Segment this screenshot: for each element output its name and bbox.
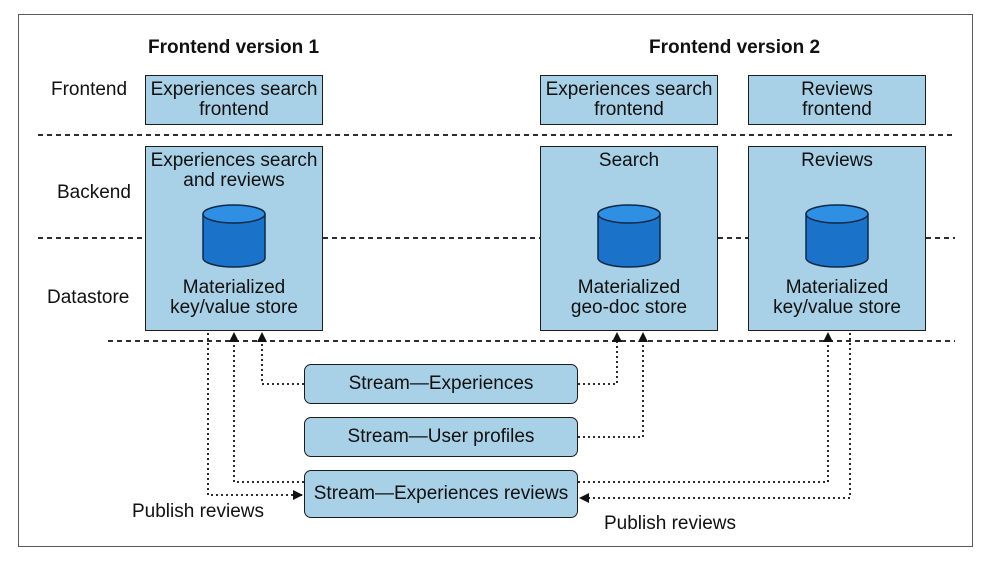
- backend-title-line1: Reviews: [801, 150, 873, 171]
- store-label-line1: Materialized: [785, 277, 889, 298]
- v2-reviews-frontend-box: Reviews frontend: [748, 75, 926, 125]
- connector-experiences-to-v1: [257, 332, 304, 385]
- connector-publish-from-v2: [579, 333, 851, 503]
- v2-experiences-search-frontend-box: Experiences search frontend: [540, 75, 718, 125]
- backend-title-line1: Search: [598, 150, 660, 171]
- header-frontend-v1: Frontend version 1: [148, 37, 320, 58]
- box-label-line2: frontend: [199, 99, 269, 120]
- connector-reviews-to-v2-reviews: [578, 332, 833, 483]
- publish-reviews-label-right: Publish reviews: [604, 513, 736, 534]
- stream-label: Stream—Experiences: [348, 373, 534, 394]
- v1-experiences-search-reviews-backend-box: Experiences search and reviews Materiali…: [145, 146, 323, 331]
- connector-user-profiles-to-v2-search: [578, 332, 648, 438]
- database-icon: [805, 204, 869, 268]
- layer-label-backend: Backend: [57, 182, 131, 203]
- box-label-line1: Reviews: [801, 79, 873, 100]
- stream-label: Stream—User profiles: [347, 426, 535, 447]
- database-icon: [597, 204, 661, 268]
- stream-experiences-reviews-box: Stream—Experiences reviews: [304, 470, 578, 518]
- backend-title-line2: and reviews: [183, 170, 285, 191]
- store-label-line2: geo-doc store: [570, 297, 688, 318]
- stream-experiences-box: Stream—Experiences: [304, 364, 578, 404]
- box-label-line1: Experiences search: [545, 79, 713, 100]
- diagram-frame: [18, 14, 973, 547]
- database-icon: [202, 204, 266, 268]
- box-label-line2: frontend: [802, 99, 872, 120]
- v1-experiences-search-frontend-box: Experiences search frontend: [145, 75, 323, 125]
- store-label-line1: Materialized: [577, 277, 681, 298]
- stream-label: Stream—Experiences reviews: [313, 483, 569, 504]
- layer-label-frontend: Frontend: [51, 79, 128, 100]
- stream-user-profiles-box: Stream—User profiles: [304, 417, 578, 457]
- connector-reviews-to-v1: [229, 332, 304, 483]
- connector-publish-from-v1: [207, 333, 303, 500]
- box-label-line1: Experiences search: [150, 79, 318, 100]
- publish-reviews-label-left: Publish reviews: [132, 501, 264, 522]
- layer-label-datastore: Datastore: [47, 287, 130, 308]
- store-label-line2: key/value store: [773, 297, 901, 318]
- store-label-line2: key/value store: [170, 297, 298, 318]
- store-label-line1: Materialized: [182, 277, 286, 298]
- box-label-line2: frontend: [594, 99, 664, 120]
- backend-title-line1: Experiences search: [150, 150, 318, 171]
- header-frontend-v2: Frontend version 2: [649, 37, 821, 58]
